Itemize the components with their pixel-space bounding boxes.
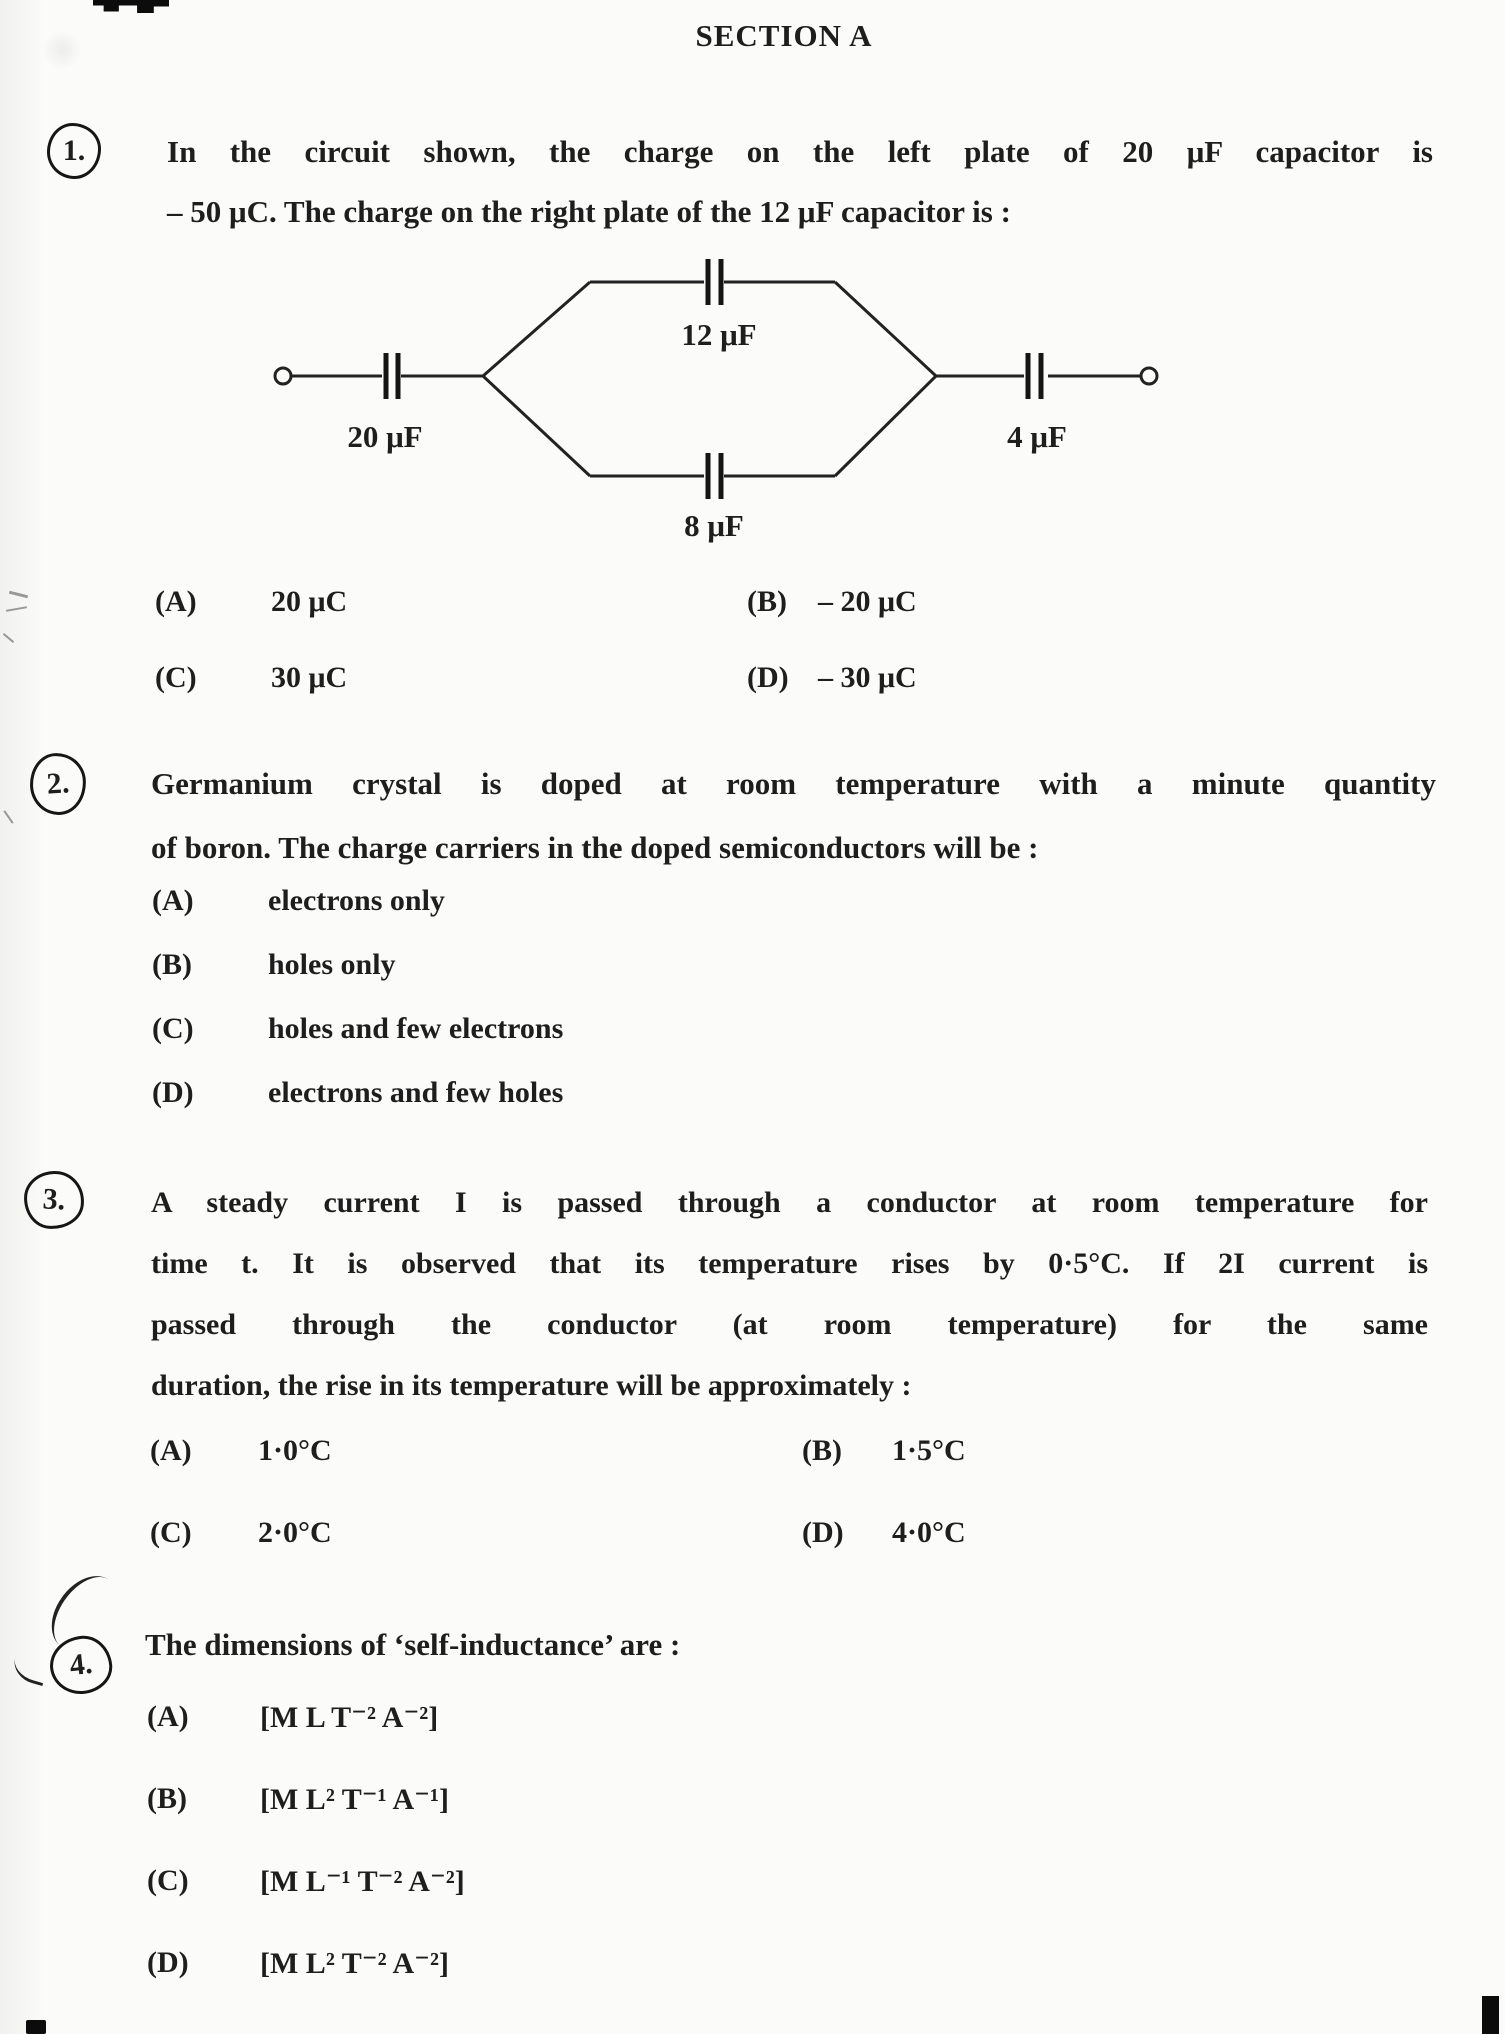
option-text: [M L² T⁻² A⁻²] <box>260 1947 449 1980</box>
question-2-text: Germanium crystal is doped at room tempe… <box>151 752 1436 880</box>
option-row: (B) [M L² T⁻¹ A⁻¹] <box>147 1782 465 1864</box>
question-1-line-1: In the circuit shown, the charge on the … <box>167 134 1433 169</box>
right-terminal <box>1139 366 1159 386</box>
option-label: (D) <box>152 1076 194 1109</box>
question-3-options-row-1: (A) 1·0°C (B) 1·5°C <box>150 1434 966 1468</box>
option-text: holes only <box>268 948 396 981</box>
question-3-number-text: 3. <box>41 1182 67 1217</box>
scan-artifact-bottom-left <box>26 2020 46 2034</box>
right-capacitor-label: 4 μF <box>1007 419 1067 454</box>
option-text: 20 μC <box>271 585 348 618</box>
section-title: SECTION A <box>695 18 873 53</box>
question-1-number: 1. <box>47 123 101 179</box>
option-label: (A) <box>150 1434 192 1467</box>
left-terminal <box>273 366 293 386</box>
option-row: (B) holes only <box>152 948 563 1012</box>
pencil-mark <box>3 810 14 824</box>
question-1-number-text: 1. <box>62 134 86 167</box>
question-3-line-2: time t. It is observed that its temperat… <box>151 1247 1428 1280</box>
option-label: (D) <box>802 1516 844 1549</box>
option-label: (A) <box>155 585 197 618</box>
option-text: [M L T⁻² A⁻²] <box>260 1701 439 1734</box>
option-row: (C) [M L⁻¹ T⁻² A⁻²] <box>147 1864 465 1946</box>
option-row: (A) electrons only <box>152 884 563 948</box>
option-text: 4·0°C <box>892 1516 966 1549</box>
question-3-line-4: duration, the rise in its temperature wi… <box>151 1369 912 1402</box>
option-label: (C) <box>150 1516 192 1549</box>
question-2-number: 2. <box>27 751 89 817</box>
option-text: [M L⁻¹ T⁻² A⁻²] <box>260 1865 465 1898</box>
option-label: (B) <box>747 585 787 618</box>
option-text: holes and few electrons <box>268 1012 564 1045</box>
question-2-number-text: 2. <box>45 766 71 801</box>
question-2-options: (A) electrons only (B) holes only (C) ho… <box>152 884 563 1140</box>
option-row: (D) [M L² T⁻² A⁻²] <box>147 1946 465 2028</box>
pencil-mark <box>8 590 29 599</box>
option-text: 30 μC <box>271 661 348 694</box>
scan-artifact-top-left <box>93 0 169 13</box>
question-2-line-1: Germanium crystal is doped at room tempe… <box>151 766 1436 801</box>
option-row: (A) [M L T⁻² A⁻²] <box>147 1700 465 1782</box>
question-1-text: In the circuit shown, the charge on the … <box>167 122 1433 242</box>
question-1-options-row-2: (C) 30 μC (D) – 30 μC <box>155 661 917 695</box>
question-3-number: 3. <box>22 1169 86 1231</box>
circuit-wires <box>273 280 1159 478</box>
circuit-diagram: 12 μF 20 μF 8 μF 4 μF <box>273 259 1159 543</box>
question-1-options-row-1: (A) 20 μC (B) – 20 μC <box>155 585 917 619</box>
pen-stroke <box>9 1648 51 1687</box>
option-label: (C) <box>147 1864 189 1897</box>
question-4-line-1: The dimensions of ‘self-inductance’ are … <box>145 1627 681 1662</box>
option-text: electrons only <box>268 884 445 917</box>
capacitor-plates <box>383 259 1044 499</box>
option-label: (B) <box>147 1782 187 1815</box>
question-4-text: The dimensions of ‘self-inductance’ are … <box>145 1620 1425 1670</box>
bottom-capacitor-label: 8 μF <box>684 508 744 543</box>
option-label: (D) <box>747 661 789 694</box>
option-text: electrons and few holes <box>268 1076 564 1109</box>
question-3-options-row-2: (C) 2·0°C (D) 4·0°C <box>150 1516 966 1550</box>
option-label: (D) <box>147 1946 189 1979</box>
scan-artifact-bottom-right <box>1482 1996 1499 2034</box>
option-row: (C) holes and few electrons <box>152 1012 563 1076</box>
top-capacitor-label: 12 μF <box>681 317 756 352</box>
option-text: 1·0°C <box>258 1434 332 1467</box>
left-capacitor-label: 20 μF <box>347 419 422 454</box>
question-2-line-2: of boron. The charge carriers in the dop… <box>151 830 1039 865</box>
question-4-options: (A) [M L T⁻² A⁻²] (B) [M L² T⁻¹ A⁻¹] (C)… <box>147 1700 465 2028</box>
question-3-text: A steady current I is passed through a c… <box>151 1172 1428 1416</box>
option-text: 2·0°C <box>258 1516 332 1549</box>
option-label: (C) <box>155 661 197 694</box>
question-3-line-1: A steady current I is passed through a c… <box>151 1186 1428 1219</box>
question-3-line-3: passed through the conductor (at room te… <box>151 1308 1428 1341</box>
question-1-line-2: – 50 μC. The charge on the right plate o… <box>167 194 1011 229</box>
question-4-number-text: 4. <box>68 1646 94 1683</box>
option-text: – 20 μC <box>818 585 917 618</box>
option-label: (A) <box>147 1700 189 1733</box>
option-label: (A) <box>152 884 194 917</box>
pencil-mark <box>5 606 28 612</box>
pencil-mark <box>2 633 15 643</box>
option-label: (B) <box>152 948 192 981</box>
option-text: 1·5°C <box>892 1434 966 1467</box>
option-text: – 30 μC <box>818 661 917 694</box>
option-text: [M L² T⁻¹ A⁻¹] <box>260 1783 449 1816</box>
option-label: (C) <box>152 1012 194 1045</box>
option-label: (B) <box>802 1434 842 1467</box>
option-row: (D) electrons and few holes <box>152 1076 563 1140</box>
